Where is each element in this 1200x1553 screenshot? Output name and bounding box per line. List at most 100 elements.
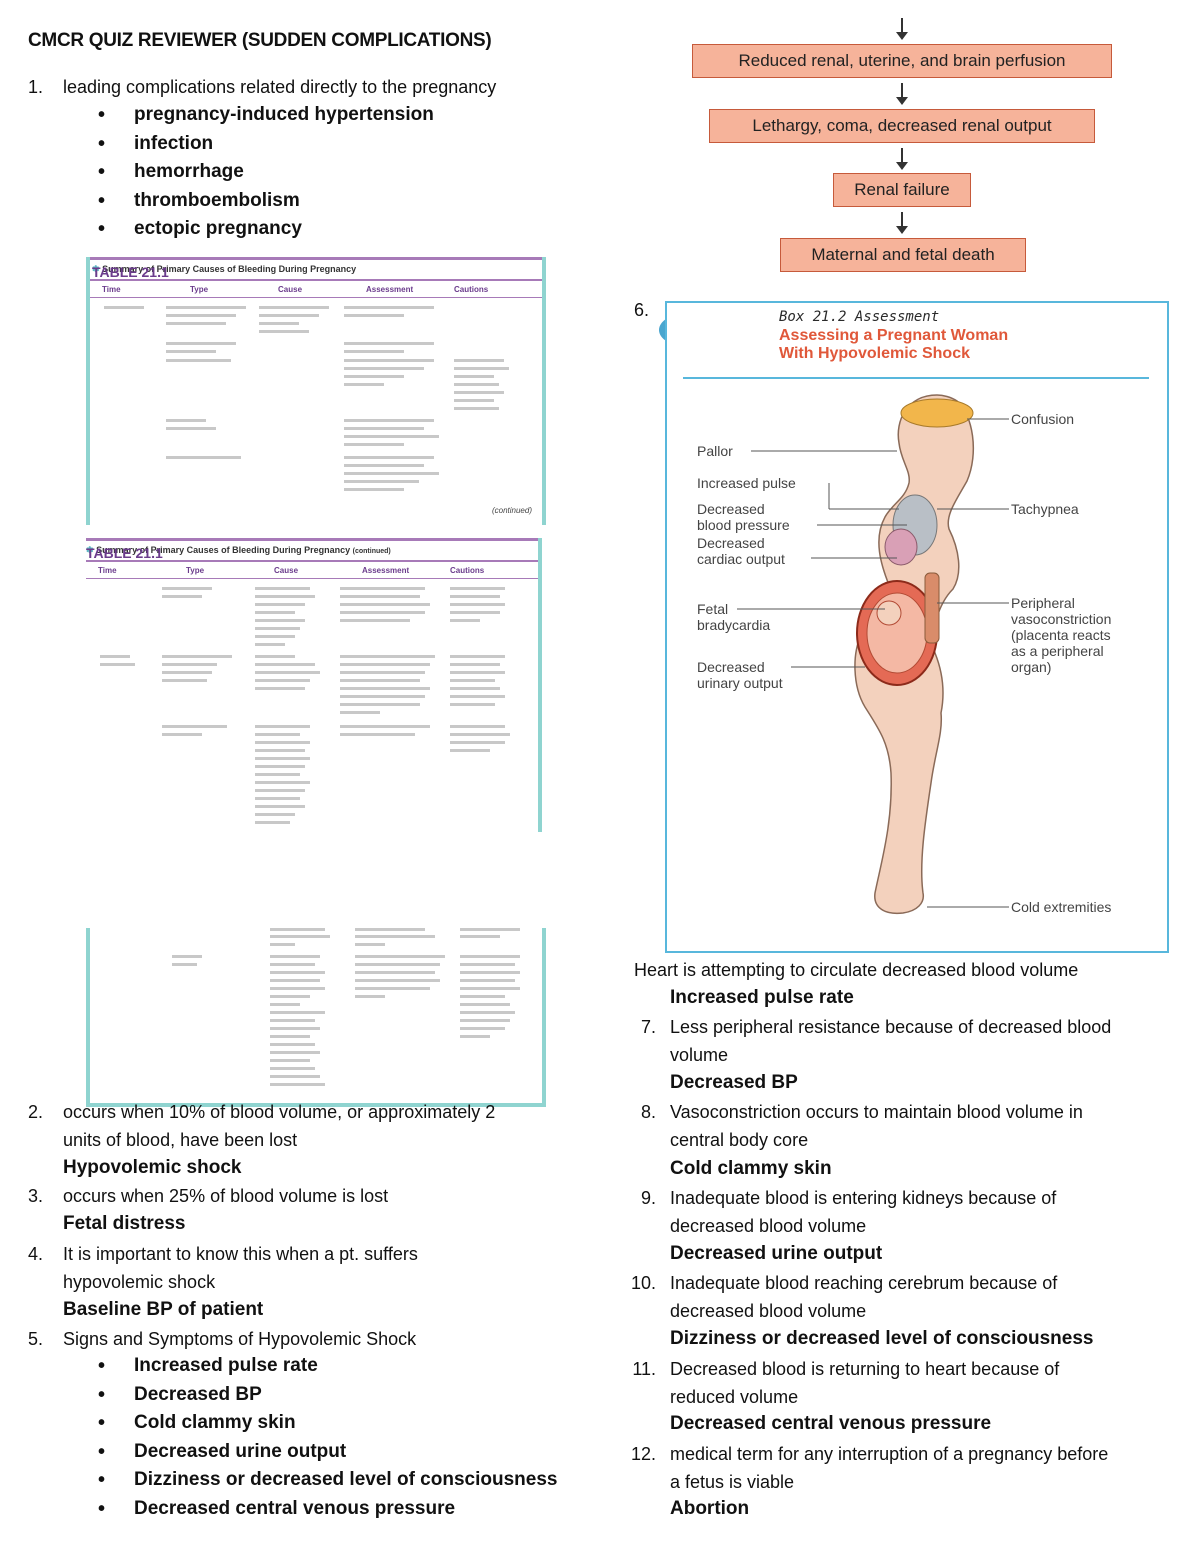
figure-label: cardiac output	[697, 551, 785, 567]
figure-label: blood pressure	[697, 517, 790, 533]
question-number: 5.	[28, 1329, 44, 1349]
question-11: 11. Decreased blood is returning to hear…	[620, 1355, 1180, 1415]
answer: Increased pulse rate	[670, 987, 854, 1008]
answer: Abortion	[670, 1498, 750, 1519]
flow-box: Renal failure	[833, 173, 971, 207]
column-header: Assessment	[366, 285, 414, 294]
page-title: CMCR QUIZ REVIEWER (SUDDEN COMPLICATIONS…	[28, 30, 492, 51]
question-7: 7. Less peripheral resistance because of…	[620, 1013, 1180, 1073]
bleeding-table-3	[86, 928, 546, 1107]
figure-label: Decreased	[697, 535, 765, 551]
figure-label: (placenta reacts	[1011, 627, 1111, 643]
question-text: Vasoconstriction occurs to maintain bloo…	[670, 1102, 1083, 1122]
question-text: a fetus is viable	[670, 1472, 795, 1492]
question-text: Less peripheral resistance because of de…	[670, 1017, 1112, 1037]
question-text: medical term for any interruption of a p…	[670, 1444, 1109, 1464]
question-text: reduced volume	[670, 1387, 799, 1407]
table-rule	[90, 279, 542, 281]
question-2: 2. occurs when 10% of blood volume, or a…	[28, 1098, 568, 1158]
answer: Baseline BP of patient	[63, 1299, 264, 1320]
question-text: Signs and Symptoms of Hypovolemic Shock	[63, 1329, 417, 1349]
flow-arrow-head	[896, 226, 908, 234]
column-header: Type	[190, 285, 209, 294]
figure-label: urinary output	[697, 675, 783, 691]
figure-label: bradycardia	[697, 617, 771, 633]
question-8: 8. Vasoconstriction occurs to maintain b…	[620, 1098, 1180, 1158]
column-header: Cautions	[450, 566, 485, 575]
column-header: Time	[102, 285, 121, 294]
list-item: ectopic pregnancy	[98, 215, 558, 244]
question-10: 10. Inadequate blood reaching cerebrum b…	[620, 1269, 1180, 1329]
list-item: Decreased urine output	[98, 1438, 578, 1467]
list-item: Decreased central venous pressure	[98, 1495, 578, 1524]
question-text: decreased blood volume	[670, 1216, 867, 1236]
flow-arrow-head	[896, 97, 908, 105]
figure-label: organ)	[1011, 659, 1052, 675]
question-text: hypovolemic shock	[63, 1272, 216, 1292]
table-rule	[90, 257, 542, 260]
question-number: 12.	[630, 1444, 656, 1464]
list-item: infection	[98, 130, 558, 159]
question-3: 3. occurs when 25% of blood volume is lo…	[28, 1182, 568, 1210]
figure-label: Confusion	[1011, 411, 1075, 427]
flow-box: Reduced renal, uterine, and brain perfus…	[692, 44, 1112, 78]
column-header: Time	[98, 566, 117, 575]
question-number: 3.	[28, 1186, 44, 1206]
question-number: 1.	[28, 77, 44, 97]
answer: Cold clammy skin	[670, 1158, 832, 1179]
question-12: 12. medical term for any interruption of…	[620, 1440, 1180, 1500]
table-title: TABLE 21.1 ✽ Summary of Primary Causes o…	[86, 545, 391, 561]
question-number: 2.	[28, 1102, 44, 1122]
answer: Dizziness or decreased level of consciou…	[670, 1328, 1094, 1349]
column-header: Type	[186, 566, 205, 575]
illegible-table-text	[100, 587, 510, 824]
figure-label: Pallor	[697, 443, 733, 459]
column-header: Cause	[274, 566, 299, 575]
question-text: Heart is attempting to circulate decreas…	[634, 960, 1079, 980]
assessment-box: Box 21.2 Assessment Assessing a Pregnant…	[665, 301, 1169, 953]
answer: Hypovolemic shock	[63, 1157, 242, 1178]
question-5: 5. Signs and Symptoms of Hypovolemic Sho…	[28, 1325, 568, 1353]
question-text: Decreased blood is returning to heart be…	[670, 1359, 1060, 1379]
question-text: central body core	[670, 1130, 809, 1150]
flow-arrow	[901, 83, 903, 99]
box-title: Assessing a Pregnant Woman	[779, 327, 1009, 344]
table-body-blurred	[86, 579, 538, 840]
question-1: 1. leading complications related directl…	[28, 73, 548, 101]
answer: Decreased urine output	[670, 1243, 883, 1264]
list-item: thromboembolism	[98, 187, 558, 216]
flow-arrow	[901, 212, 903, 228]
figure-label: Decreased	[697, 501, 765, 517]
column-header: Assessment	[362, 566, 410, 575]
figure-label: Decreased	[697, 659, 765, 675]
flow-arrow-head	[896, 32, 908, 40]
list-item: Decreased BP	[98, 1381, 578, 1410]
question-text: occurs when 10% of blood volume, or appr…	[63, 1102, 496, 1122]
box-divider	[683, 377, 1149, 379]
illegible-table-text	[172, 928, 520, 1086]
figure-label: Tachypnea	[1011, 501, 1079, 517]
table-body-blurred	[90, 298, 542, 499]
question-number: 10.	[630, 1273, 656, 1293]
figure-label: Fetal	[697, 601, 729, 617]
question-text: units of blood, have been lost	[63, 1130, 298, 1150]
list-item: hemorrhage	[98, 158, 558, 187]
question-number: 6.	[634, 300, 650, 320]
flow-arrow	[901, 148, 903, 164]
question-number: 9.	[640, 1188, 656, 1208]
figure-label: Peripheral	[1011, 595, 1075, 611]
illegible-table-text	[104, 306, 509, 491]
answer: Decreased BP	[670, 1072, 798, 1093]
question-text: volume	[670, 1045, 729, 1065]
figure-label: as a peripheral	[1011, 643, 1104, 659]
box-title: With Hypovolemic Shock	[779, 345, 970, 362]
pregnant-woman-figure	[737, 394, 1009, 915]
question-9: 9. Inadequate blood is entering kidneys …	[620, 1184, 1180, 1244]
list-item: Increased pulse rate	[98, 1352, 578, 1381]
list-item: Dizziness or decreased level of consciou…	[98, 1466, 578, 1495]
list-item: Cold clammy skin	[98, 1409, 578, 1438]
question-text: decreased blood volume	[670, 1301, 867, 1321]
list-item: pregnancy-induced hypertension	[98, 101, 558, 130]
table-header: Time Type Cause Assessment Cautions	[86, 562, 538, 579]
bleeding-table-2: TABLE 21.1 ✽ Summary of Primary Causes o…	[86, 538, 542, 832]
